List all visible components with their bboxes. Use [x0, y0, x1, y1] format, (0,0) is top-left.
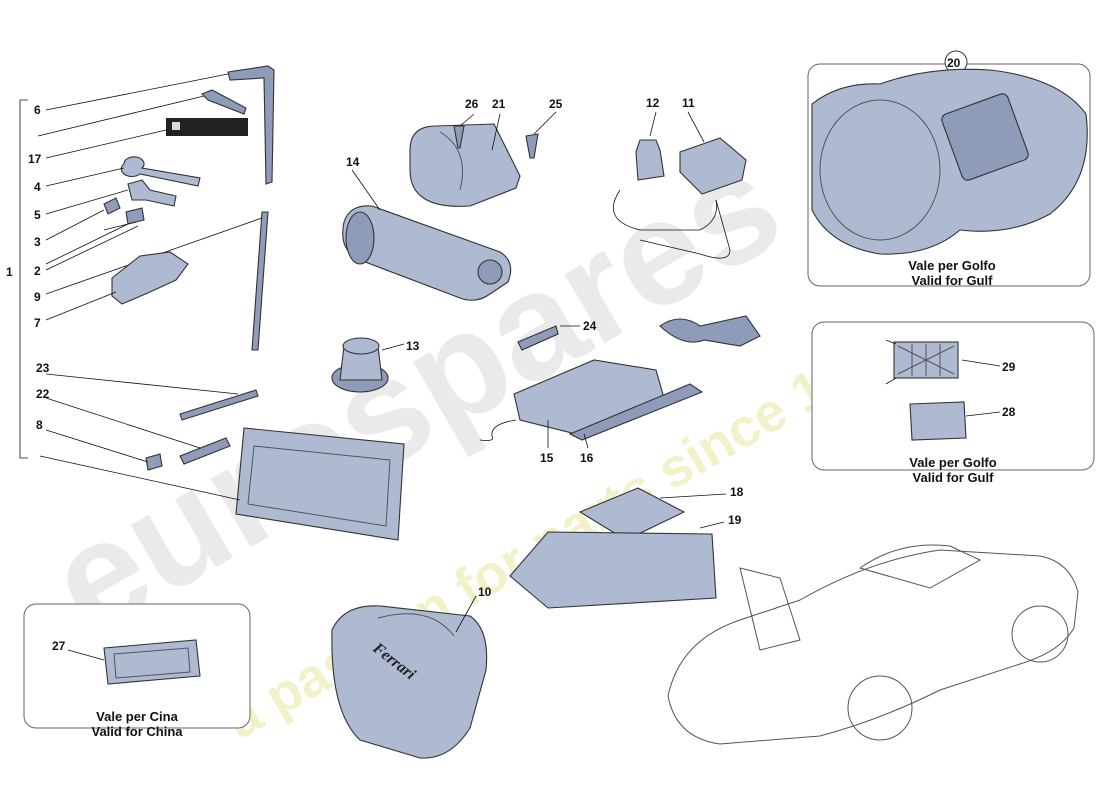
part-gulf-kit-box: [909, 401, 967, 441]
callout-6: 6: [34, 103, 41, 117]
callout-19: 19: [728, 513, 742, 527]
callout-18: 18: [730, 485, 744, 499]
part-screwdriver: [201, 89, 247, 115]
callout-22: 22: [36, 387, 50, 401]
part-charger-plug: [659, 315, 761, 347]
callout-2: 2: [34, 264, 41, 278]
leader-6: [45, 73, 229, 111]
inset-gulf-bottom-line1: Vale per Golfo: [909, 455, 996, 470]
callout-5: 5: [34, 208, 41, 222]
part-sealant-bottle: [635, 139, 665, 181]
callout-23: 23: [36, 361, 50, 375]
callout-8: 8: [36, 418, 43, 432]
callout-1: 1: [6, 265, 13, 279]
callout-27: 27: [52, 639, 66, 653]
group-bracket: [19, 99, 28, 459]
part-screw-26: [453, 125, 465, 149]
callout-3: 3: [34, 235, 41, 249]
car-cover-bag: Ferrari 10: [331, 585, 492, 759]
part-extension-rod: [179, 389, 259, 421]
part-allen-key: [517, 325, 559, 351]
leader-17: [45, 129, 167, 159]
inset-gulf-bottom: 29 28 Vale per Golfo Valid for Gulf: [811, 321, 1095, 485]
tool-kit-group: 1 6 17 4 5 3 2 9: [6, 65, 405, 541]
callout-25: 25: [549, 97, 563, 111]
leader-5: [45, 189, 129, 215]
callout-15: 15: [540, 451, 554, 465]
leader-8: [45, 429, 149, 463]
part-spare-wheel-kit: [811, 68, 1088, 255]
callout-21: 21: [492, 97, 506, 111]
part-cover-bag: [331, 605, 488, 759]
documents-group: 18 19: [509, 485, 744, 609]
leader-pouch: [39, 455, 241, 501]
part-plug: [145, 453, 163, 471]
leader-23: [45, 373, 239, 395]
part-screw-25: [525, 133, 539, 159]
leader-2b: [45, 225, 139, 271]
callout-7: 7: [34, 316, 41, 330]
leader-22: [45, 397, 201, 449]
inset-gulf-top-line2: Valid for Gulf: [912, 273, 994, 288]
inset-gulf-top-line1: Vale per Golfo: [908, 258, 995, 273]
inset-gulf-top: 20 Vale per Golfo Valid for Gulf: [807, 50, 1091, 288]
part-tool-pouch: [235, 427, 405, 541]
callout-14: 14: [346, 155, 360, 169]
inset-china-line1: Vale per Cina: [96, 709, 178, 724]
part-tow-hook: [120, 156, 201, 187]
part-fuse-puller: [103, 197, 121, 215]
leader-14: [351, 169, 381, 211]
callout-24: 24: [583, 319, 597, 333]
callout-28: 28: [1002, 405, 1016, 419]
part-document-wallet: [509, 531, 717, 609]
callout-11: 11: [682, 96, 695, 110]
car-outline: [667, 544, 1079, 745]
part-spare-fuses: [125, 207, 145, 225]
inset-china: 27 Vale per Cina Valid for China: [23, 603, 251, 739]
callout-16: 16: [580, 451, 594, 465]
leader-4: [45, 167, 125, 187]
leader-screwdriver: [37, 95, 205, 137]
leader-3: [45, 209, 105, 241]
leader-7: [45, 291, 117, 321]
callout-13: 13: [406, 339, 420, 353]
callout-12: 12: [646, 96, 660, 110]
part-long-rod: [251, 211, 269, 351]
inset-china-line2: Valid for China: [91, 724, 183, 739]
part-base-plate: [568, 383, 704, 441]
leader-2a: [45, 223, 129, 265]
callout-26: 26: [465, 97, 479, 111]
part-owner-manual: [578, 487, 686, 541]
leader-13: [381, 343, 405, 351]
callout-17: 17: [28, 152, 42, 166]
inset-gulf-bottom-line2: Valid for Gulf: [913, 470, 995, 485]
part-label-sticker: [166, 118, 248, 136]
cylinder-group: 26 21 25 14 13 12 11 24 15: [331, 96, 761, 465]
callout-9: 9: [34, 290, 41, 304]
part-cylinder-bracket: [409, 123, 521, 207]
callout-20: 20: [947, 56, 961, 70]
part-wrench-bar: [227, 65, 275, 185]
part-socket: [127, 179, 177, 207]
callout-29: 29: [1002, 360, 1016, 374]
callout-10: 10: [478, 585, 492, 599]
part-compressor: [679, 137, 747, 195]
part-gloves: [111, 251, 189, 305]
callout-4: 4: [34, 180, 41, 194]
part-short-rod: [179, 437, 231, 465]
